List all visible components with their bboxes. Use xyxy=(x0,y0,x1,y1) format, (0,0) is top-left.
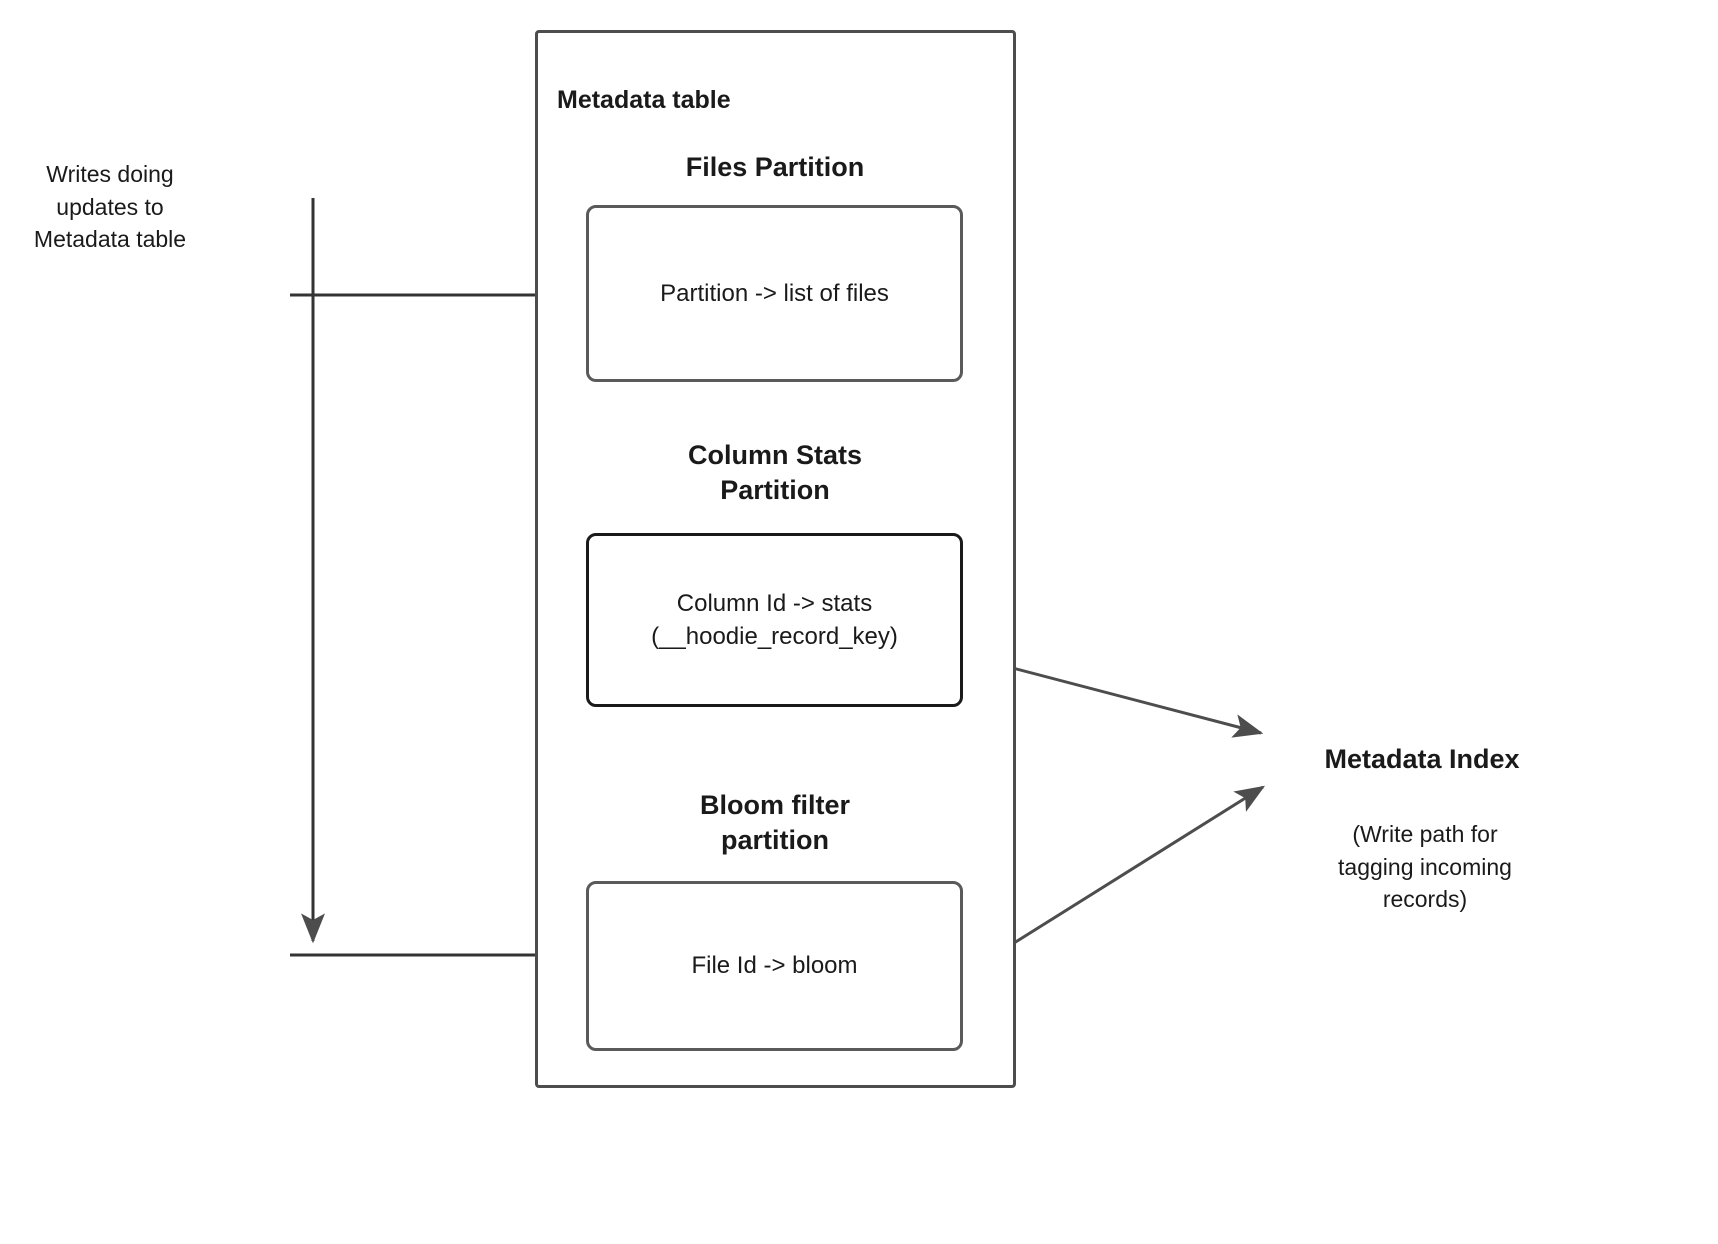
metadata-index-title: Metadata Index xyxy=(1324,744,1520,774)
metadata-index-caption: (Write path for tagging incoming records… xyxy=(1338,821,1512,913)
files-partition-box: Partition -> list of files xyxy=(586,205,963,382)
column-stats-partition-box: Column Id -> stats (__hoodie_record_key) xyxy=(586,533,963,707)
files-partition-heading: Files Partition xyxy=(685,152,865,182)
files-partition-box-text: Partition -> list of files xyxy=(660,279,889,307)
bloom-filter-partition-box: File Id -> bloom xyxy=(586,881,963,1051)
column-stats-partition-box-text: Column Id -> stats (__hoodie_record_key) xyxy=(651,589,898,650)
bloom-filter-partition-heading: Bloom filter partition xyxy=(699,790,850,856)
column-stats-partition-heading: Column Stats Partition xyxy=(687,440,862,506)
metadata-table-label: Metadata table xyxy=(557,86,731,114)
bloom-filter-partition-box-text: File Id -> bloom xyxy=(691,952,858,980)
writes-note-label: Writes doing updates to Metadata table xyxy=(33,161,187,253)
